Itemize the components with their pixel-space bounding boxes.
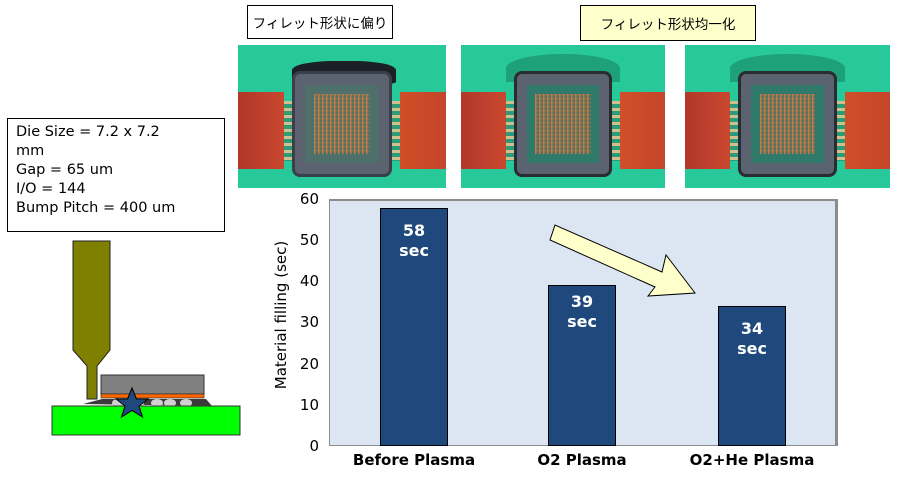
x-tick-o2-he-plasma: O2+He Plasma	[689, 451, 815, 469]
photo-o2-plasma	[461, 45, 665, 188]
bar-value: 39	[570, 292, 594, 311]
photo-die	[292, 70, 392, 177]
spec-gap: Gap = 65 um	[16, 162, 114, 178]
photo-die	[514, 70, 612, 177]
bar-unit: sec	[567, 312, 597, 331]
y-tick-60: 60	[299, 190, 319, 208]
bar-unit: sec	[737, 339, 767, 358]
photo-before-plasma	[238, 45, 446, 188]
spec-die-size-unit: mm	[16, 143, 45, 159]
photo-pad-left	[461, 92, 506, 170]
dispensing-diagram	[51, 240, 241, 436]
y-tick-10: 10	[299, 396, 319, 414]
bar-value: 34	[740, 319, 764, 338]
photo-o2-he-plasma	[685, 45, 890, 188]
y-tick-40: 40	[299, 272, 319, 290]
x-tick-before-plasma: Before Plasma	[352, 451, 476, 469]
die-bump-grid	[759, 93, 816, 154]
substrate-board	[51, 405, 241, 436]
x-tick-o2-plasma: O2 Plasma	[537, 451, 627, 469]
spec-bump-pitch: Bump Pitch = 400 um	[16, 200, 176, 216]
star-icon	[114, 386, 150, 419]
photo-die	[738, 70, 837, 177]
label-fillet-uniform: フィレット形状均一化	[580, 5, 756, 41]
photo-pad-right	[620, 92, 665, 170]
underfill-fillet	[83, 399, 212, 406]
photo-pad-right	[844, 92, 890, 170]
die-spec-box: Die Size = 7.2 x 7.2 mm Gap = 65 um I/O …	[7, 118, 225, 232]
bar-value-label: 39 sec	[549, 286, 615, 332]
y-tick-0: 0	[309, 437, 319, 455]
trend-arrow-icon	[549, 224, 696, 297]
bar-before-plasma: 58 sec	[380, 208, 448, 446]
chip-underfill-layer	[100, 393, 205, 399]
die-bump-grid	[535, 93, 591, 154]
photo-pad-right	[400, 92, 446, 170]
photo-pad-left	[685, 92, 731, 170]
chip-die	[100, 374, 205, 395]
bar-o2-plasma: 39 sec	[548, 285, 616, 446]
label-fillet-biased: フィレット形状に偏り	[247, 5, 393, 39]
spec-io: I/O = 144	[16, 181, 86, 197]
spec-die-size: Die Size = 7.2 x 7.2	[16, 124, 160, 140]
dispense-needle-icon	[72, 240, 111, 400]
y-tick-50: 50	[299, 231, 319, 249]
bar-value-label: 58 sec	[381, 209, 447, 261]
y-tick-30: 30	[299, 313, 319, 331]
y-axis-label: Material filling (sec)	[272, 240, 290, 390]
photo-pad-left	[238, 92, 284, 170]
bar-value: 58	[402, 221, 426, 240]
die-bump-grid	[313, 93, 371, 154]
bar-o2-he-plasma: 34 sec	[718, 306, 786, 446]
bar-unit: sec	[399, 241, 429, 260]
y-tick-20: 20	[299, 355, 319, 373]
bar-value-label: 34 sec	[719, 307, 785, 359]
